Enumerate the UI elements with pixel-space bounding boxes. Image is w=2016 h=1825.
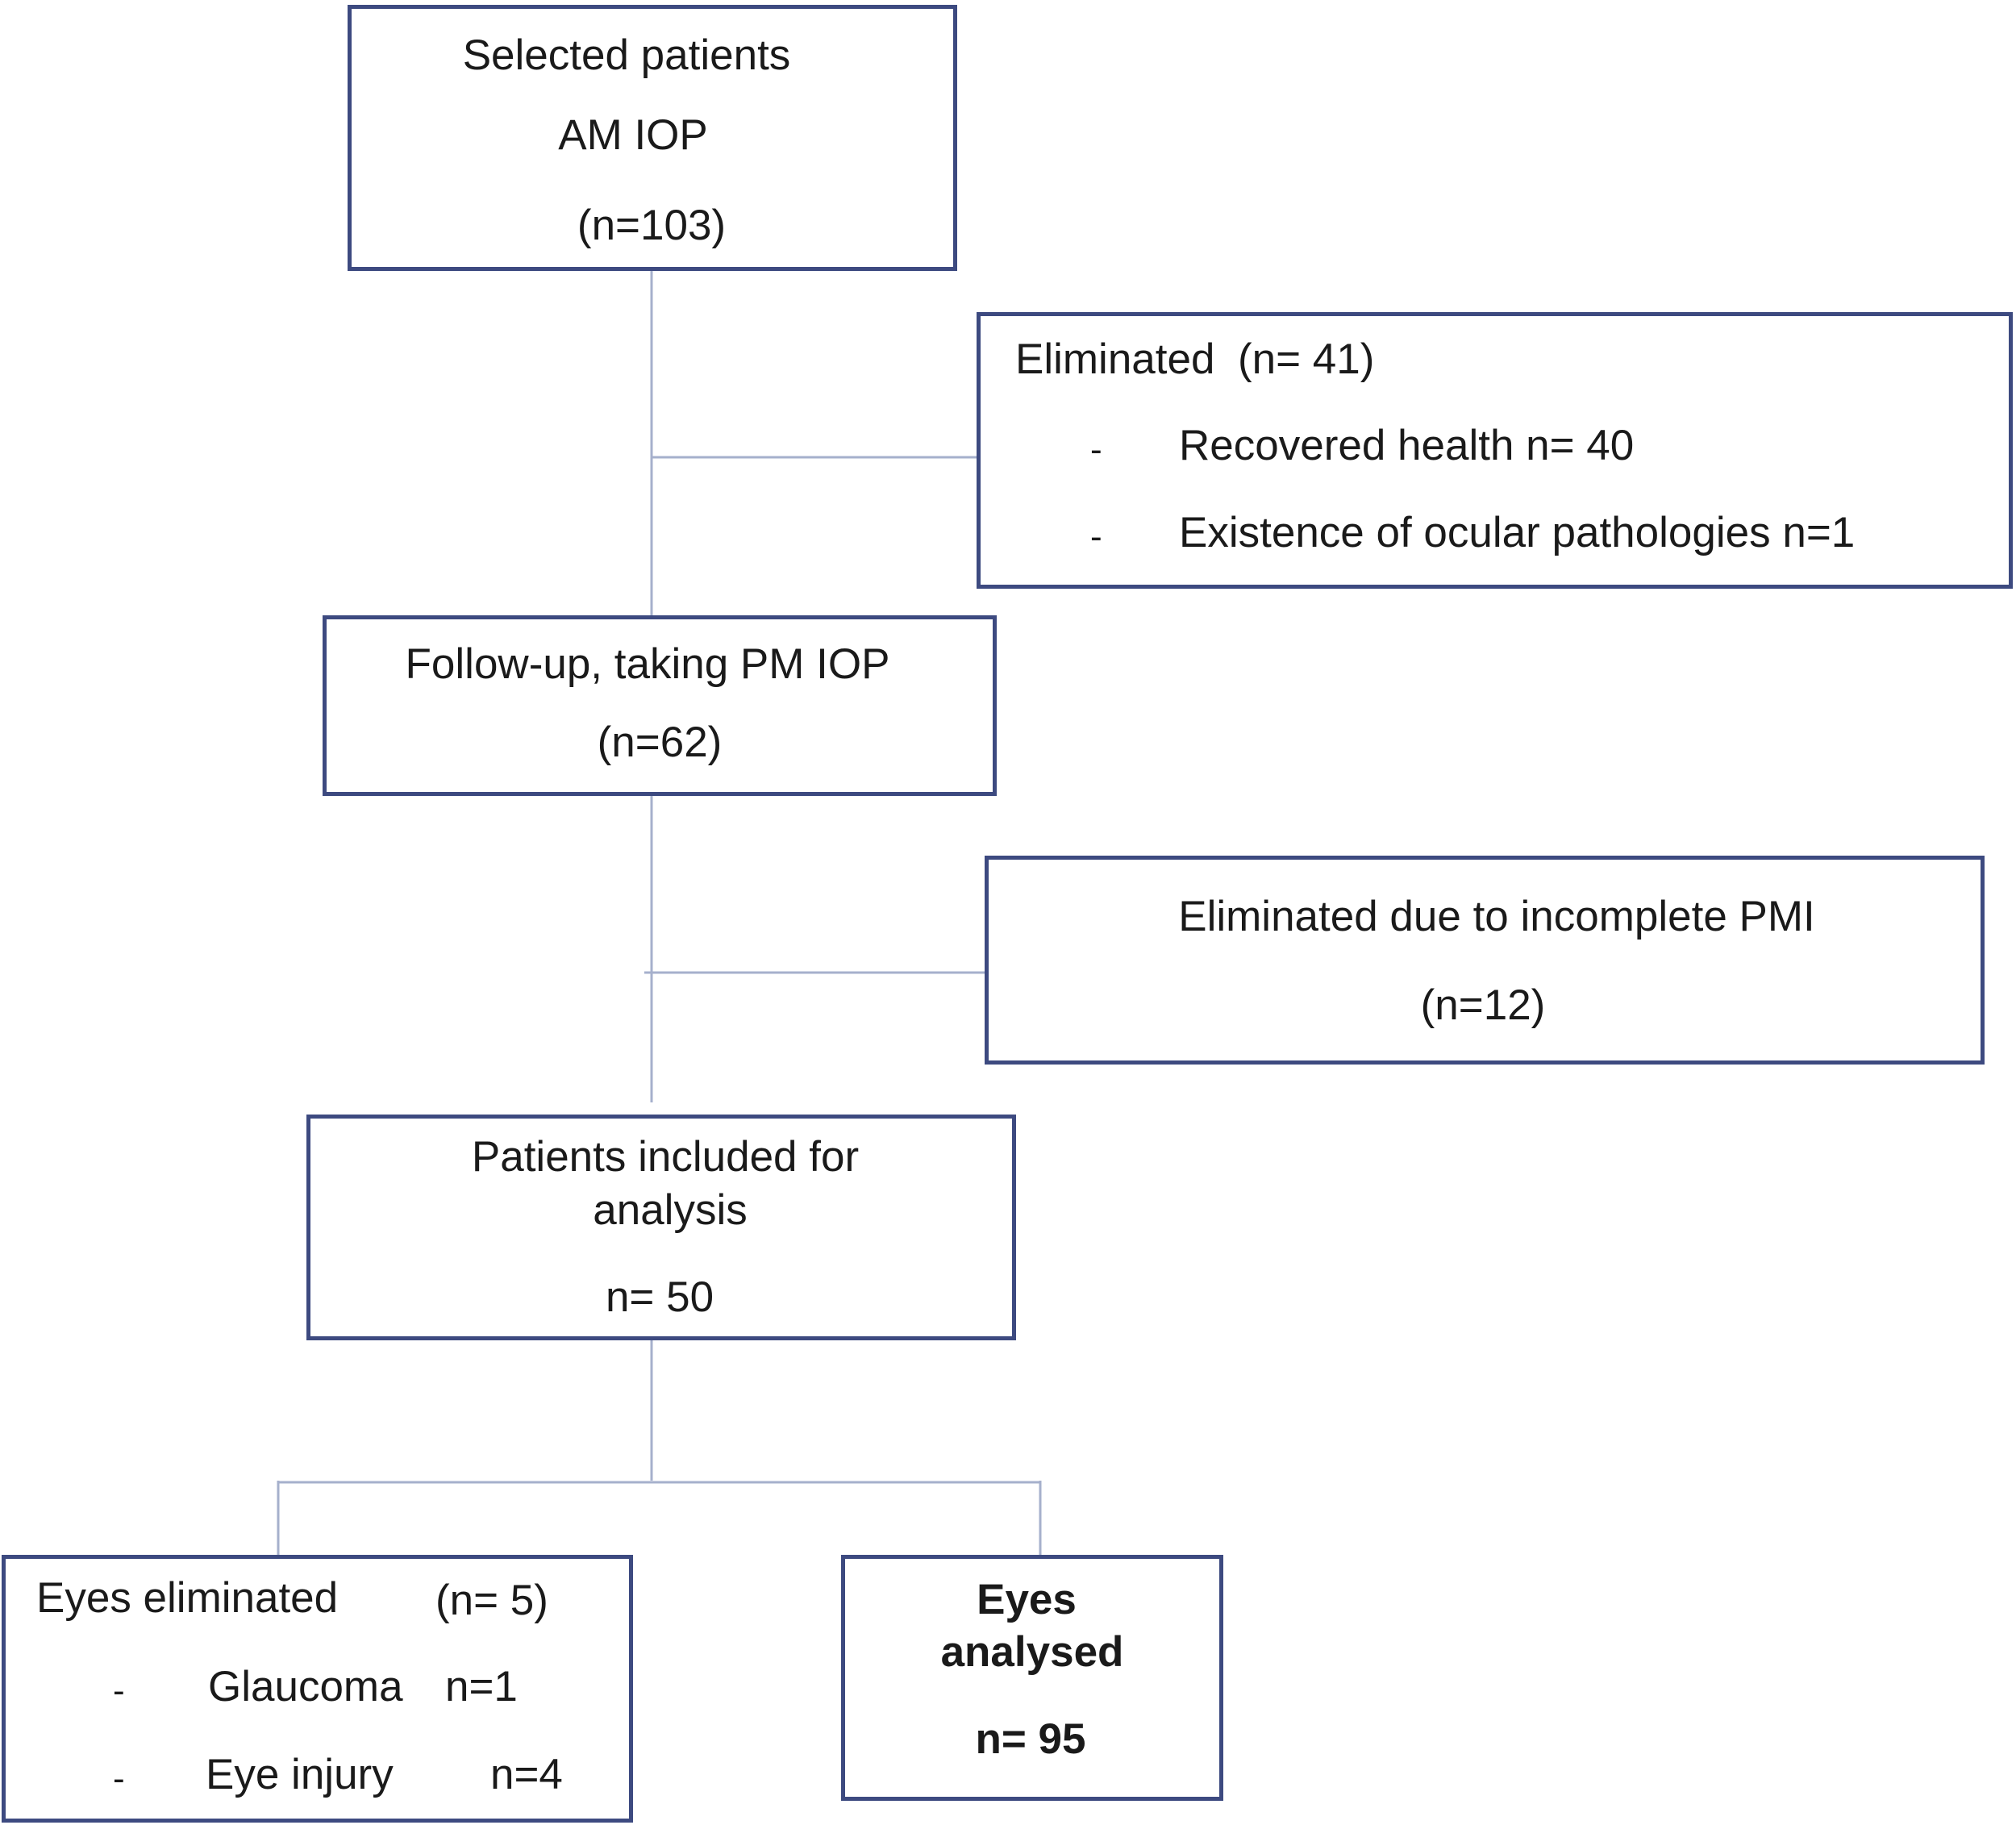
- eliminated-item-2-bullet: -: [1090, 517, 1102, 556]
- eyes-eliminated-item-2-label: Eye injury: [206, 1751, 394, 1798]
- eyes-eliminated-item-2-count: n=4: [490, 1751, 563, 1798]
- eliminated-item-2-label: Existence of ocular pathologies n=1: [1179, 509, 1856, 556]
- selected-patients-subtitle: AM IOP: [558, 111, 708, 159]
- eyes-eliminated-box: [2, 1555, 633, 1823]
- followup-label: Follow-up, taking PM IOP: [405, 640, 890, 688]
- included-count: n= 50: [605, 1273, 714, 1321]
- eliminated-incomplete-count: (n=12): [1420, 981, 1546, 1029]
- eyes-analysed-label-line2: analysed: [940, 1628, 1124, 1676]
- eliminated-item-1-label: Recovered health n= 40: [1179, 422, 1635, 469]
- selected-patients-count: (n=103): [577, 202, 727, 249]
- eyes-analysed-box: [841, 1555, 1223, 1801]
- selected-patients-box: [348, 5, 957, 271]
- eliminated-item-1-bullet: -: [1090, 430, 1102, 469]
- eliminated-count: (n= 41): [1238, 335, 1375, 383]
- eyes-analysed-count: n= 95: [975, 1715, 1086, 1763]
- eyes-eliminated-item-1-count: n=1: [445, 1663, 518, 1710]
- followup-box: [323, 615, 997, 796]
- eyes-analysed-label: Eyes: [977, 1576, 1077, 1623]
- eliminated-incomplete-box: [985, 856, 1985, 1065]
- eyes-eliminated-item-1-label: Glaucoma: [208, 1663, 403, 1710]
- eyes-eliminated-title: Eyes eliminated: [36, 1574, 339, 1622]
- eyes-eliminated-item-2-bullet: -: [113, 1759, 125, 1798]
- included-box: [306, 1115, 1016, 1340]
- included-label-line2: analysis: [593, 1186, 748, 1234]
- followup-count: (n=62): [597, 719, 723, 766]
- eliminated-box: [977, 312, 2013, 589]
- included-label: Patients included for: [471, 1133, 860, 1181]
- eyes-eliminated-item-1-bullet: -: [113, 1671, 125, 1710]
- selected-patients-label: Selected patients: [462, 31, 791, 79]
- eliminated-title: Eliminated: [1015, 335, 1215, 383]
- eliminated-incomplete-label: Eliminated due to incomplete PMI: [1178, 893, 1815, 940]
- eyes-eliminated-count: (n= 5): [435, 1577, 548, 1624]
